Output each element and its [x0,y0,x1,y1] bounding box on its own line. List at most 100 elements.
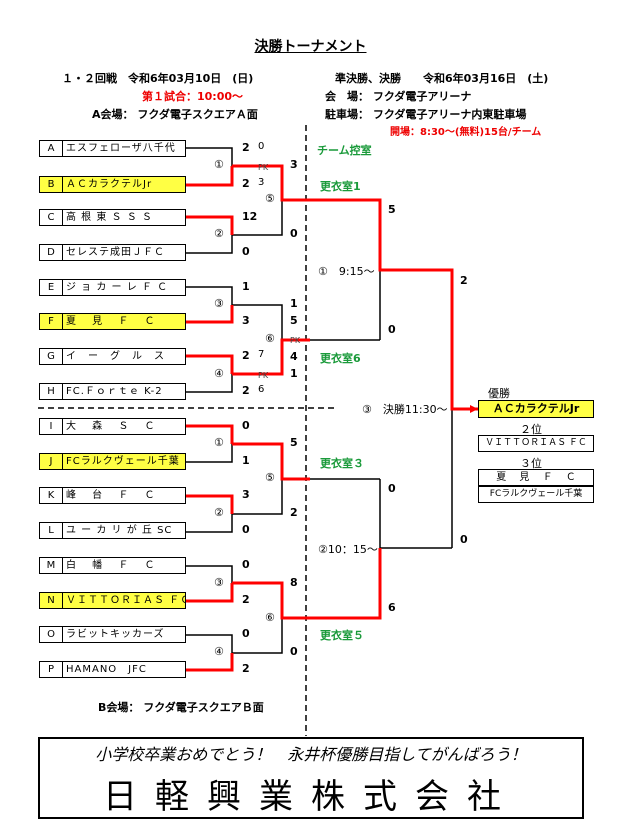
first-round-secondary-score: 7 [258,349,265,360]
team-letter: N [40,593,63,608]
first-round-score: 0 [242,245,250,258]
first-round-score: 2 [242,141,250,154]
match-number: ④ [214,367,224,380]
third-box-1: 夏 見 Ｆ Ｃ [478,469,594,486]
venue-b: B会場： フクダ電子スクエアＢ面 [98,701,264,714]
team-name: ＡＣカラクテルJr [66,179,153,190]
match-number: ① [214,158,224,171]
team-letter: P [40,662,63,677]
first-round-score: 0 [242,558,250,571]
match-number: ⑤ [265,192,275,205]
team-name: ジ ョ カ ー レ Ｆ Ｃ [66,282,169,293]
final-label: ③ 決勝11:30～ [362,403,448,416]
team-name: 夏 見 Ｆ Ｃ [66,316,156,327]
match-number: ② [214,227,224,240]
winner-path [186,164,478,672]
pk-label: PK [258,163,269,172]
team-letter: H [40,384,63,399]
match-number: ③ [214,297,224,310]
team-letter: D [40,245,63,260]
first-round-secondary-score: 0 [258,141,265,152]
team-letter: M [40,558,63,573]
team-letter: G [40,349,63,364]
semi-bottom-label: ②10：15～ [318,543,378,556]
third-label: ３位 [520,457,542,470]
first-round-score: 2 [242,384,250,397]
sponsor-banner: 小学校卒業おめでとう！ 永井杯優勝目指してがんばろう！ 日軽興業株式会社 [38,737,584,819]
first-round-score: 0 [242,419,250,432]
second-round-score: 4 [290,350,298,363]
second-box: ＶＩＴＴＯＲＩＡＳ ＦＣ [478,435,594,452]
team-letter: I [40,419,63,434]
slogan: 小学校卒業おめでとう！ 永井杯優勝目指してがんばろう！ [95,745,527,764]
room-label-4: 更衣室３ [320,457,364,470]
team-name: ラビットキッカーズ [66,629,165,640]
opening-info: 開場：8:30～(無料)15台/チーム [390,127,542,138]
team-name: HAMANO JFC [66,664,147,675]
first-round-score: 2 [242,349,250,362]
final-score-1: 2 [460,274,468,287]
room-label-1: チーム控室 [317,144,372,157]
team-letter: F [40,314,63,329]
match-number: ④ [214,645,224,658]
final-venue: 会 場： フクダ電子アリーナ [325,90,472,103]
first-round-score: 3 [242,488,250,501]
second-round-score: 0 [290,645,298,658]
second-round-score: 8 [290,576,298,589]
team-letter: A [40,141,63,156]
first-round-score: 3 [242,314,250,327]
team-name: FC.Ｆｏｒｔｅ K-2 [66,386,163,397]
room-label-5: 更衣室５ [320,629,364,642]
team-name: 大 森 Ｓ Ｃ [66,421,156,432]
semi-top-label: ① 9:15～ [318,265,375,278]
match-number: ② [214,506,224,519]
winner-label: 優勝 [488,387,510,400]
match-number: ⑤ [265,471,275,484]
first-round-secondary-score: 3 [258,177,265,188]
semi-bottom-score-2: 6 [388,601,396,614]
first-round-score: 1 [242,454,250,467]
second-round-score: 1 [290,367,298,380]
pk-label: PK [258,371,269,380]
first-round-score: 12 [242,210,258,223]
room-label-3: 更衣室6 [320,352,361,365]
match-number: ⑥ [265,611,275,624]
team-name: ユ ー カ リ が 丘 SC [66,525,173,536]
team-letter: J [40,454,63,469]
second-label: ２位 [520,423,542,436]
first-round-score: 2 [242,177,250,190]
match-number: ⑥ [265,332,275,345]
first-round-secondary-score: 6 [258,384,265,395]
first-match-time: 第１試合：10:00～ [142,90,244,103]
right-round-header: 準決勝、決勝 令和6年03月16日 (土) [335,72,549,85]
team-name: エスフェローザ八千代 [66,143,176,154]
second-round-score: 5 [290,436,298,449]
team-name: 峰 台 Ｆ Ｃ [66,490,156,501]
company-name: 日軽興業株式会社 [103,777,519,817]
team-name: 白 幡 Ｆ Ｃ [66,560,156,571]
team-name: FCラルクヴェール千葉 [66,456,180,467]
first-round-score: 1 [242,280,250,293]
match-number: ③ [214,576,224,589]
semi-top-score-1: 5 [388,203,396,216]
second-round-score: 2 [290,506,298,519]
winner-box: ＡＣカラクテルJr [478,400,594,418]
team-letter: C [40,210,63,225]
second-round-score: 1 [290,297,298,310]
second-round-score: 5 [290,314,298,327]
semi-top-score-2: 0 [388,323,396,336]
